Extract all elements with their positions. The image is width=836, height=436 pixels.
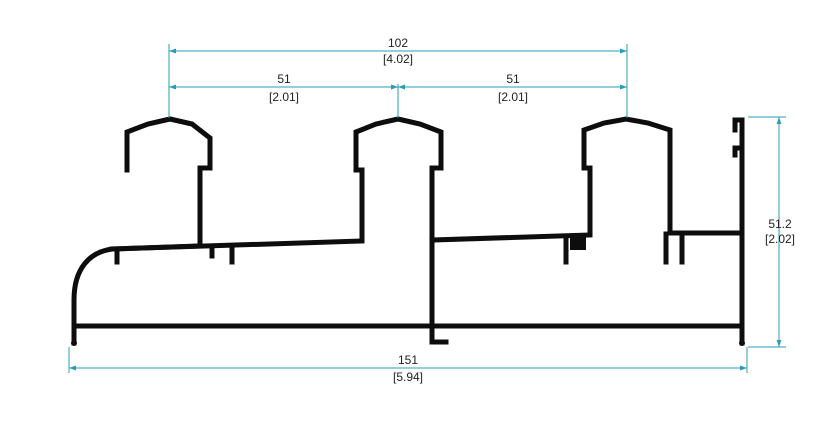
dim-height-mm: 51.2 — [768, 217, 792, 231]
dim-overall-top-in: [4.02] — [383, 52, 413, 66]
dimension-lines — [68, 44, 786, 373]
dim-right-half-in: [2.01] — [498, 90, 528, 104]
center-web — [429, 165, 449, 345]
right-channel — [581, 116, 740, 236]
right-hook — [732, 145, 745, 158]
right-flange — [429, 165, 593, 243]
dim-overall-width-in: [5.94] — [393, 370, 423, 384]
dim-height-in: [2.02] — [765, 232, 795, 246]
dim-left-half-mm: 51 — [277, 72, 291, 86]
dim-overall-top-mm: 102 — [388, 36, 408, 50]
left-sloped-flange — [109, 167, 365, 252]
dim-right-half-mm: 51 — [506, 72, 520, 86]
right-stiffener-block — [570, 234, 586, 250]
dim-overall-width-mm: 151 — [398, 353, 418, 367]
middle-channel — [353, 116, 444, 243]
right-end-wall — [732, 117, 745, 346]
left-channel — [124, 116, 213, 249]
dim-left-half-in: [2.01] — [269, 90, 299, 104]
dimension-labels: 102 [4.02] 51 [2.01] 51 [2.01] 51.2 [2.0… — [269, 36, 795, 384]
extrusion-profile — [71, 116, 745, 346]
